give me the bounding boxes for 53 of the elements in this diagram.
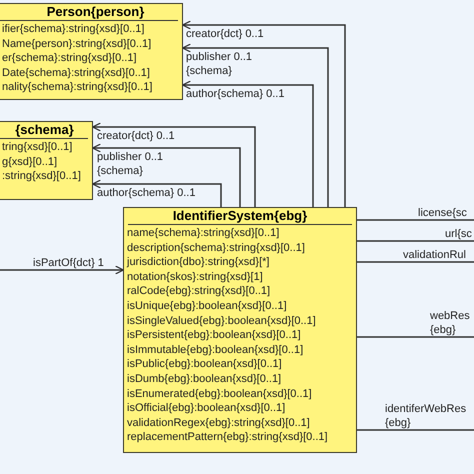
- attribute-text: er{schema}:string{xsd}[0..1]: [1, 51, 138, 66]
- attribute-text: replacementPattern{ebg}:string{xsd}[0..1]: [126, 430, 329, 445]
- class-box: [123, 207, 357, 453]
- association-arrow: [92, 143, 241, 207]
- attribute-text: description{schema}:string{xsd}[0..1]: [126, 240, 306, 256]
- attribute-text: g{xsd}[0..1]: [1, 154, 58, 170]
- attribute-text: Date{schema}:string{xsd}[0..1]: [1, 66, 151, 80]
- association-line: [357, 219, 474, 221]
- edge-label: identiferWebRes {ebg}: [385, 402, 468, 430]
- edge-label: license{sc: [418, 206, 467, 220]
- class-name: IdentifierSystem{ebg}: [128, 208, 352, 225]
- edge-label: isPartOf{dct} 1: [33, 256, 104, 270]
- attribute-text: Name{person}:string{xsd}[0..1]: [1, 36, 152, 52]
- attribute-text: isSingleValued{ebg}:boolean{xsd}[0..1]: [126, 314, 317, 328]
- attribute-text: isEnumerated{ebg}:boolean{xsd}[0..1]: [126, 386, 313, 402]
- association-arrow: [0, 265, 124, 275]
- attribute-text: isPersistent{ebg}:boolean{xsd}[0..1]: [126, 328, 302, 343]
- attribute-text: ifier{schema}:string{xsd}[0..1]: [1, 22, 146, 37]
- association-arrow: [182, 20, 346, 207]
- attribute-text: isPublic{ebg}:boolean{xsd}[0..1]: [126, 357, 283, 372]
- attribute-text: isDumb{ebg}:boolean{xsd}[0..1]: [126, 372, 282, 387]
- edge-label: webRes {ebg}: [430, 309, 471, 337]
- attribute-text: isOfficial{ebg}:boolean{xsd}[0..1]: [126, 401, 286, 416]
- attribute-text: validationRegex{ebg}:string{xsd}[0..1]: [126, 416, 311, 430]
- class-box: [0, 121, 93, 200]
- edge-label: author{schema} 0..1: [186, 87, 284, 101]
- attribute-text: nality{schema}:string{xsd}[0..1]: [1, 80, 154, 95]
- association-arrow: [92, 122, 256, 207]
- association-line: [357, 429, 474, 431]
- association-line: [357, 336, 474, 338]
- association-line: [357, 261, 474, 263]
- attribute-text: jurisdiction{dbo}:string{xsd}[*]: [126, 255, 270, 270]
- edge-label: url{sc: [445, 227, 472, 241]
- attribute-text: name{schema}:string{xsd}[0..1]: [126, 226, 280, 241]
- association-arrow: [182, 43, 329, 207]
- edge-label: validationRul: [403, 248, 466, 262]
- edge-label: creator{dct} 0..1: [97, 129, 175, 143]
- attribute-text: :string{xsd}[0..1]: [1, 169, 82, 184]
- edge-label: publisher 0..1 {schema}: [97, 150, 164, 178]
- class-name: {schema}: [0, 122, 88, 139]
- association-arrow: [182, 80, 314, 207]
- attribute-text: tring{xsd}[0..1]: [1, 140, 74, 155]
- attribute-text: notation{skos}:string{xsd}[1]: [126, 270, 264, 284]
- association-line: [357, 240, 474, 242]
- class-name: Person{person}: [0, 4, 178, 21]
- edge-label: author{schema} 0..1: [97, 186, 196, 200]
- attribute-text: isUnique{ebg}:boolean{xsd}[0..1]: [126, 298, 288, 314]
- attribute-text: isImmutable{ebg}:boolean{xsd}[0..1]: [126, 342, 304, 358]
- class-box: [0, 3, 183, 100]
- edge-label: creator{dct} 0..1: [186, 27, 264, 41]
- attribute-text: ralCode{ebg}:string{xsd}[0..1]: [126, 284, 272, 299]
- association-arrow: [92, 179, 222, 207]
- edge-label: publisher 0..1 {schema}: [186, 50, 254, 78]
